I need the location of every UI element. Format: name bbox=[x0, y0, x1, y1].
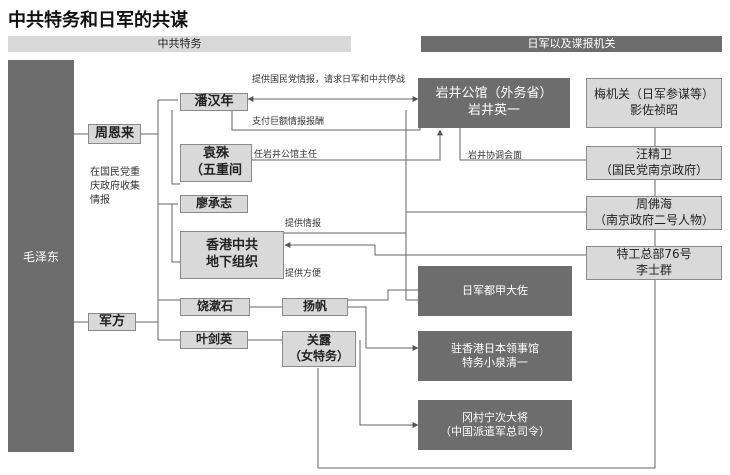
node-okamura-yasuji: 冈村宁次大将 （中国派遣军总司令） bbox=[418, 400, 572, 450]
node-ume-line2: 影佐祯昭 bbox=[629, 103, 678, 117]
node-rao-shushi: 饶漱石 bbox=[180, 298, 250, 316]
label-kmt-intel-ceasefire: 提供国民党情报，请求日军和中共停战 bbox=[252, 75, 406, 85]
node-76-line1: 特工总部76号 bbox=[616, 247, 692, 262]
node-guan-lu: 关露 （女特务） bbox=[282, 331, 356, 367]
node-wang-line2: （国民党南京政府） bbox=[599, 163, 708, 177]
node-consulate-line2: 特务小泉清一 bbox=[462, 356, 528, 369]
node-guan-lu-line1: 关露 bbox=[306, 333, 331, 348]
node-hk-line2: 地下组织 bbox=[205, 255, 258, 270]
label-provide-convenience: 提供方便 bbox=[285, 269, 322, 279]
node-zhou-fohai-line2: （南京政府二号人物） bbox=[593, 213, 714, 227]
node-special-agency-76: 特工总部76号 李士群 bbox=[586, 246, 722, 280]
node-zhou-fohai-line1: 周佛海 bbox=[635, 197, 672, 212]
node-iwai-line1: 岩井公馆（外务省） bbox=[435, 86, 553, 102]
node-ume-agency: 梅机关（日军参谋等） 影佐祯昭 bbox=[586, 78, 722, 128]
node-yuan-shu-line2: （五重间 bbox=[189, 163, 242, 178]
node-yuan-shu-line1: 袁殊 bbox=[202, 146, 229, 162]
node-zhou-enlai: 周恩来 bbox=[88, 124, 141, 144]
node-mao-zedong: 毛泽东 bbox=[8, 60, 74, 452]
node-okamura-line2: （中国派遣军总司令） bbox=[440, 425, 550, 438]
node-ye-jianying: 叶剑英 bbox=[180, 331, 248, 349]
node-zhou-fohai: 周佛海 （南京政府二号人物） bbox=[586, 196, 722, 230]
node-guan-lu-line2: （女特务） bbox=[288, 349, 349, 363]
node-wang-jingwei: 汪精卫 （国民党南京政府） bbox=[586, 146, 722, 180]
label-gather-chongqing-intel: 在国民党重 庆政府收集 情报 bbox=[90, 166, 140, 208]
label-iwai-coordinate-meeting: 岩井协调会面 bbox=[468, 151, 523, 161]
header-japanese-agencies: 日军以及谍报机关 bbox=[421, 36, 722, 52]
node-yuan-shu: 袁殊 （五重间 bbox=[180, 144, 252, 182]
label-gather-line2: 庆政府收集 bbox=[90, 181, 140, 192]
label-iwai-director: 任岩井公馆主任 bbox=[254, 150, 318, 160]
node-iwai-mansion: 岩井公馆（外务省） 岩井英一 bbox=[418, 78, 570, 128]
node-pan-hannian: 潘汉年 bbox=[180, 93, 248, 111]
node-hk-line1: 香港中共 bbox=[205, 238, 258, 254]
node-okamura-line1: 冈村宁次大将 bbox=[462, 410, 528, 424]
node-wang-line1: 汪精卫 bbox=[635, 147, 672, 162]
node-military: 军方 bbox=[88, 313, 136, 331]
page-title: 中共特务和日军的共谋 bbox=[8, 10, 188, 31]
node-hk-japanese-consulate: 驻香港日本领事馆 特务小泉清一 bbox=[418, 331, 572, 381]
node-76-line2: 李士群 bbox=[635, 263, 672, 277]
node-consulate-line1: 驻香港日本领事馆 bbox=[451, 341, 539, 355]
node-iwai-line2: 岩井英一 bbox=[467, 103, 520, 118]
label-reward-payment: 支付巨额情报报酬 bbox=[252, 117, 325, 127]
label-gather-line1: 在国民党重 bbox=[90, 167, 140, 178]
node-hk-ccp-underground: 香港中共 地下组织 bbox=[180, 231, 284, 279]
node-ume-line1: 梅机关（日军参谋等） bbox=[593, 87, 714, 102]
label-gather-line3: 情报 bbox=[90, 195, 110, 206]
node-colonel-dujia: 日军都甲大佐 bbox=[418, 266, 572, 316]
header-ccp-agents: 中共特务 bbox=[8, 36, 351, 52]
node-liao-chengzhi: 廖承志 bbox=[180, 195, 248, 213]
node-yang-fan: 扬帆 bbox=[282, 298, 348, 316]
label-provide-intel: 提供情报 bbox=[285, 219, 322, 229]
